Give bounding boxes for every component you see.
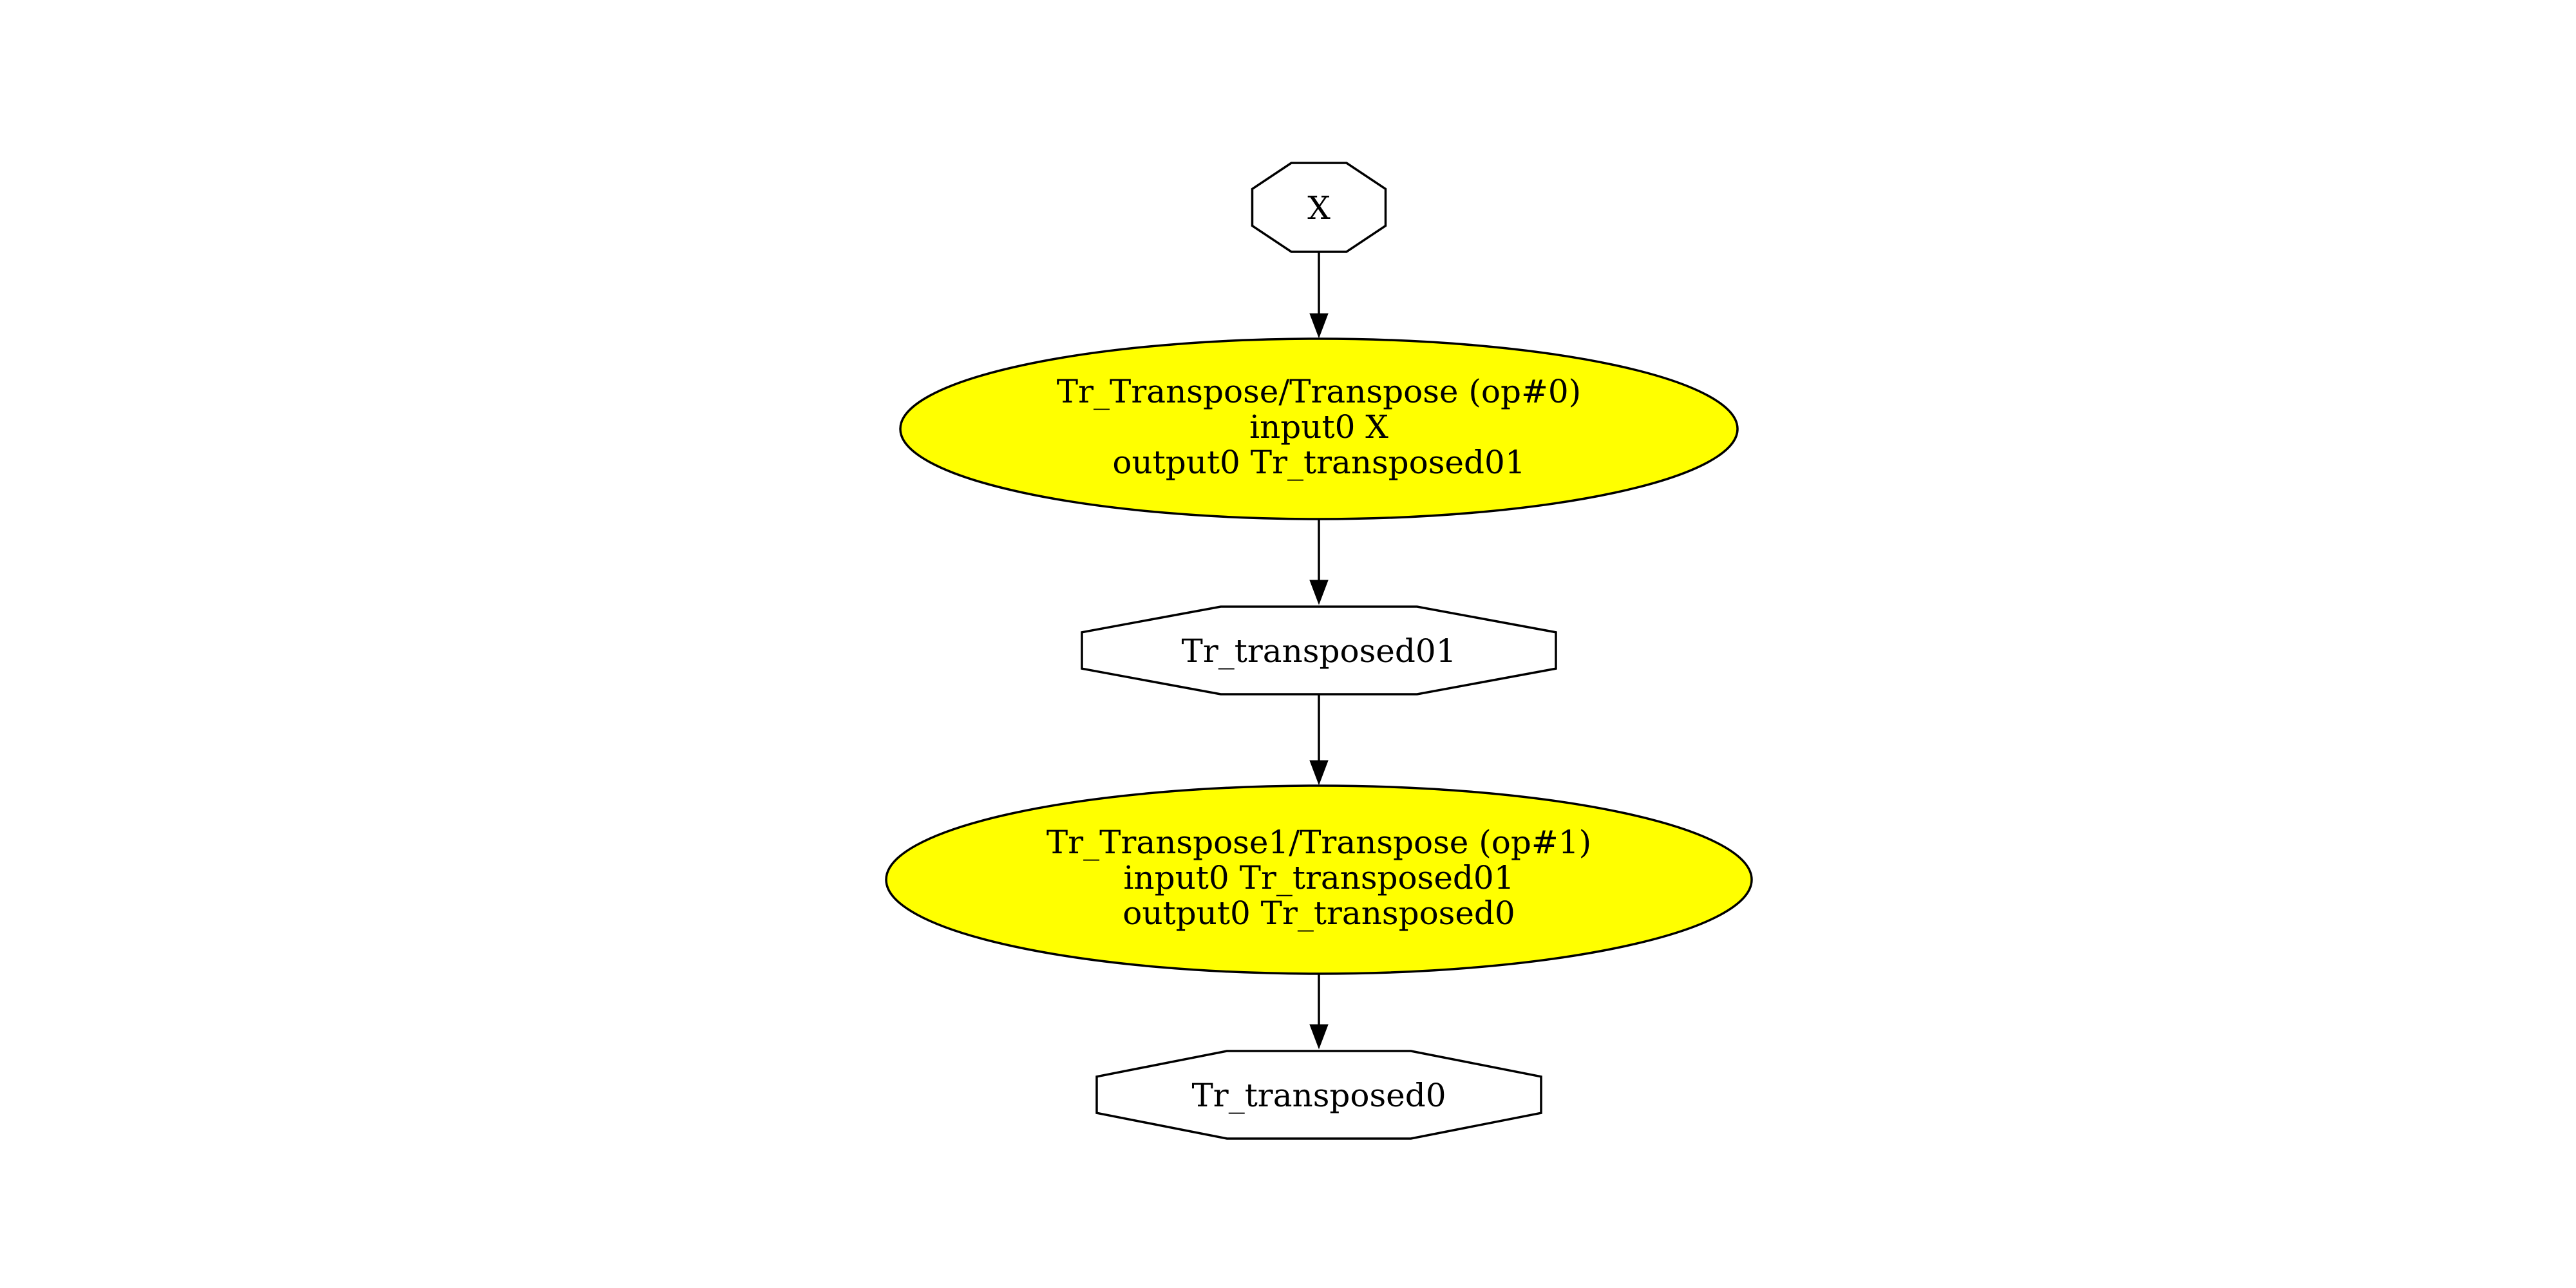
edge-op0-to-tensor01: [1309, 519, 1329, 605]
arrowhead-icon: [1309, 313, 1329, 339]
node-op0-line-2: input0 X: [1249, 408, 1388, 446]
node-op1-line-1: Tr_Transpose1/Transpose (op#1): [1046, 824, 1591, 861]
node-tensor0: Tr_transposed0: [1095, 1050, 1542, 1140]
arrowhead-icon: [1309, 760, 1329, 786]
node-op1: Tr_Transpose1/Transpose (op#1) input0 Tr…: [885, 784, 1753, 975]
edge-op1-to-tensor0: [1309, 974, 1329, 1050]
node-tensor0-label: Tr_transposed0: [1191, 1077, 1446, 1114]
octagon-shape-tensor01: [1081, 605, 1557, 696]
edge-x-to-op0: [1309, 252, 1329, 339]
node-tensor01-label: Tr_transposed01: [1182, 632, 1457, 670]
arrowhead-icon: [1309, 580, 1329, 605]
node-input-x-label: X: [1307, 189, 1331, 227]
arrowhead-icon: [1309, 1024, 1329, 1050]
edge-tensor01-to-op1: [1309, 694, 1329, 786]
octagon-shape-x: [1251, 162, 1387, 253]
node-input-x: X: [1251, 162, 1387, 253]
node-op0-line-1: Tr_Transpose/Transpose (op#0): [1057, 373, 1581, 410]
node-op0-line-3: output0 Tr_transposed01: [1112, 444, 1525, 481]
node-op1-line-2: input0 Tr_transposed01: [1123, 859, 1514, 896]
node-op0: Tr_Transpose/Transpose (op#0) input0 X o…: [899, 337, 1739, 520]
octagon-shape-tensor0: [1095, 1050, 1542, 1140]
node-tensor01: Tr_transposed01: [1081, 605, 1557, 696]
node-op1-line-3: output0 Tr_transposed0: [1122, 895, 1515, 932]
